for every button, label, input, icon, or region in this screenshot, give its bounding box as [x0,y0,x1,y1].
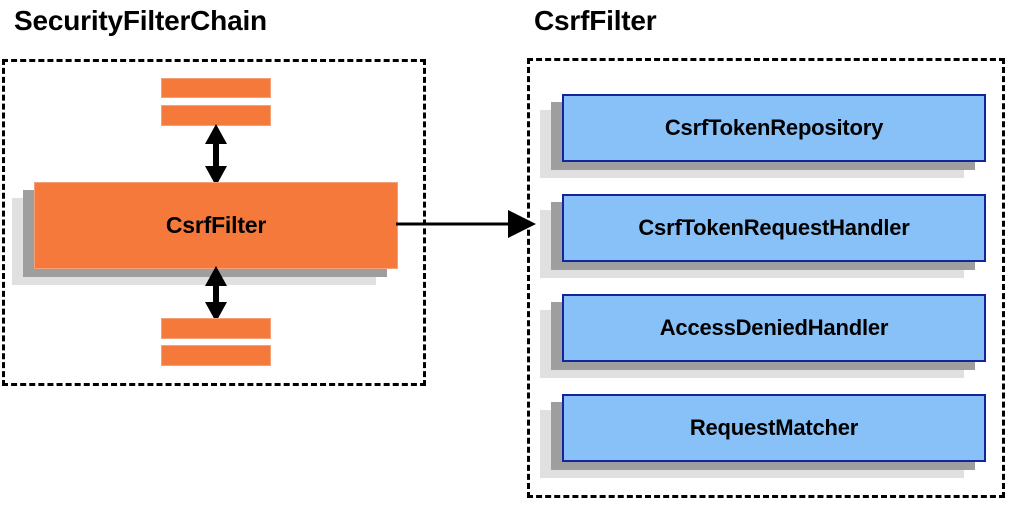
filter-bar-above-1 [161,78,271,98]
node-face: RequestMatcher [562,394,986,462]
node-face: CsrfTokenRequestHandler [562,194,986,262]
filter-bar-above-2 [161,105,271,126]
node-label: CsrfFilter [165,212,267,238]
csrf-filter-detail-group [527,58,1005,498]
node-label: CsrfTokenRequestHandler [638,215,910,240]
node-face: CsrfFilter [34,182,398,269]
node-csrf-filter-main[interactable]: CsrfFilter [12,182,398,285]
chain-connector-down-arrow [205,266,227,322]
filter-bar-below-2 [161,345,271,366]
expand-detail-arrow [396,210,536,238]
left-panel-title: SecurityFilterChain [14,5,267,36]
node-label: AccessDeniedHandler [659,315,889,340]
right-panel-title: CsrfFilter [534,5,657,36]
node-label: CsrfTokenRepository [664,115,884,140]
node-csrf-token-request-handler[interactable]: CsrfTokenRequestHandler [540,194,986,278]
filter-bar-below-1 [161,318,271,339]
chain-connector-up-arrow [205,124,227,186]
node-face: AccessDeniedHandler [562,294,986,362]
node-csrf-token-repository[interactable]: CsrfTokenRepository [540,94,986,178]
node-label: RequestMatcher [689,415,859,440]
node-access-denied-handler[interactable]: AccessDeniedHandler [540,294,986,378]
node-request-matcher[interactable]: RequestMatcher [540,394,986,478]
node-face: CsrfTokenRepository [562,94,986,162]
